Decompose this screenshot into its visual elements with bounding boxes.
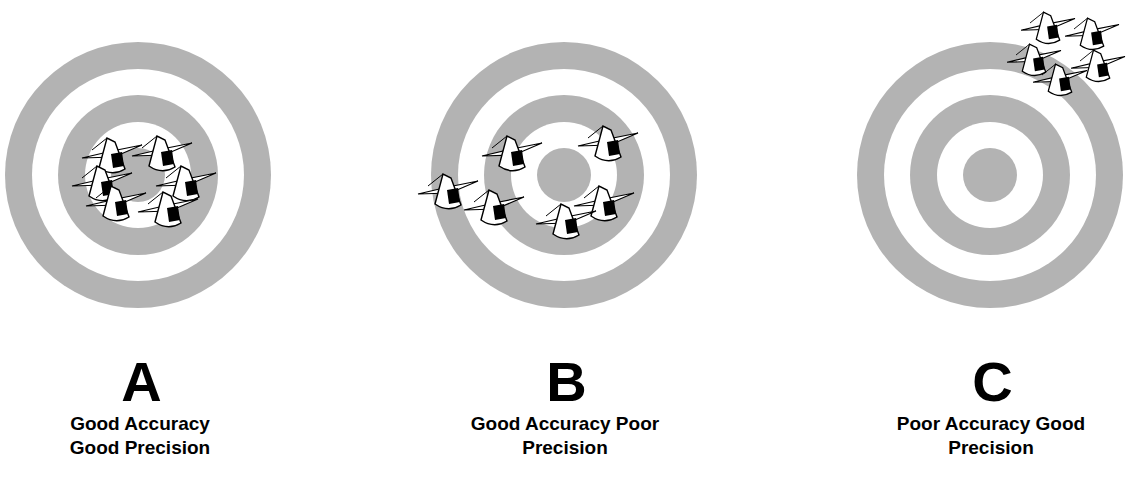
target-letter: A (82, 352, 202, 412)
target-a (5, 42, 271, 308)
target-letter: C (933, 352, 1053, 412)
target-b (431, 42, 697, 308)
target-caption: Good Accuracy Poor Precision (470, 412, 660, 460)
darts-a (72, 136, 216, 227)
target-caption: Poor Accuracy Good Precision (896, 412, 1086, 460)
target-caption: Good Accuracy Good Precision (45, 412, 235, 460)
target-c (857, 42, 1123, 308)
target-letter: B (507, 352, 627, 412)
darts-b (418, 126, 638, 239)
darts-c (1007, 12, 1125, 95)
